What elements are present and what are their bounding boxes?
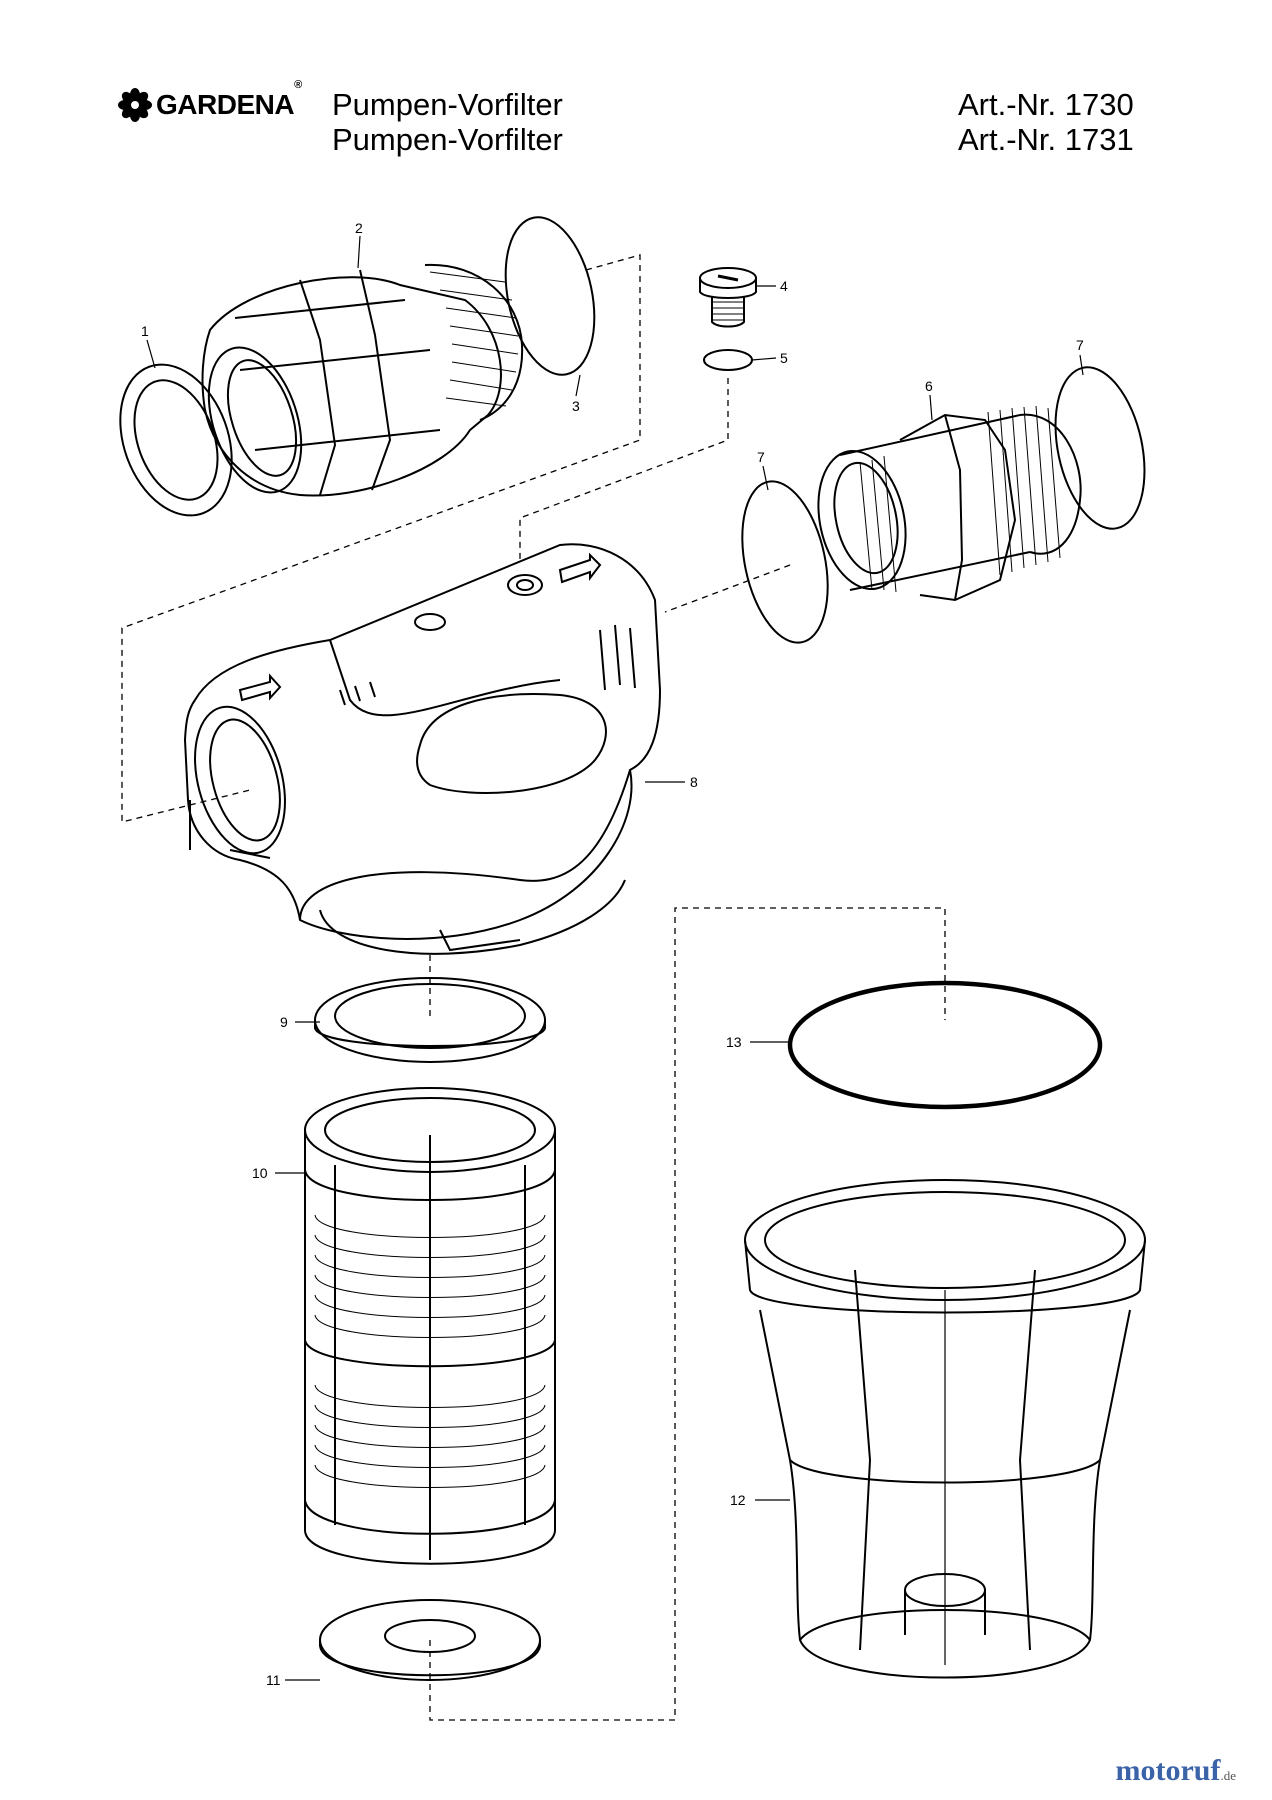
label-part-7-right: 7 bbox=[1076, 337, 1084, 353]
label-part-4: 4 bbox=[780, 278, 788, 294]
label-part-8: 8 bbox=[690, 774, 698, 790]
site-watermark: motoruf.de bbox=[1115, 1754, 1236, 1788]
part-5-small-o-ring bbox=[703, 349, 753, 371]
part-7-o-ring-right bbox=[1054, 366, 1146, 530]
part-11-disc-washer bbox=[319, 1599, 541, 1681]
label-part-7-left: 7 bbox=[757, 449, 765, 465]
part-12-filter-bowl bbox=[744, 1179, 1146, 1679]
article-number-1: Art.-Nr. 1730 bbox=[958, 87, 1134, 122]
gardena-flower-icon bbox=[118, 88, 152, 122]
title-line-1: Pumpen-Vorfilter bbox=[332, 87, 563, 122]
part-10-filter-insert bbox=[304, 1087, 556, 1565]
label-part-10: 10 bbox=[252, 1165, 268, 1181]
site-name: motoruf bbox=[1115, 1754, 1221, 1787]
part-3-o-ring bbox=[504, 216, 596, 376]
article-number-2: Art.-Nr. 1731 bbox=[958, 122, 1134, 157]
label-part-3: 3 bbox=[572, 398, 580, 414]
part-2-coupling-nut bbox=[201, 263, 524, 497]
brand-name: GARDENA® bbox=[156, 79, 302, 120]
part-6-double-nipple bbox=[817, 405, 1082, 602]
label-part-5: 5 bbox=[780, 350, 788, 366]
part-7-o-ring-left bbox=[741, 480, 829, 644]
label-part-6: 6 bbox=[925, 378, 933, 394]
leader-lines bbox=[146, 235, 1084, 1681]
label-part-9: 9 bbox=[280, 1014, 288, 1030]
label-part-13: 13 bbox=[726, 1034, 742, 1050]
part-13-bowl-o-ring bbox=[787, 980, 1103, 1110]
part-8-filter-head bbox=[183, 543, 662, 955]
part-9-seal-ring bbox=[314, 977, 546, 1063]
label-part-1: 1 bbox=[141, 323, 149, 339]
title-line-2: Pumpen-Vorfilter bbox=[332, 122, 563, 157]
label-part-11: 11 bbox=[266, 1672, 281, 1688]
label-part-12: 12 bbox=[730, 1492, 746, 1508]
part-4-plug-screw bbox=[699, 267, 757, 328]
assembly-guides bbox=[121, 254, 946, 1721]
label-part-2: 2 bbox=[355, 220, 363, 236]
brand-logo: GARDENA® bbox=[118, 79, 302, 122]
site-suffix: .de bbox=[1220, 1768, 1236, 1783]
part-1-washer bbox=[119, 363, 233, 517]
